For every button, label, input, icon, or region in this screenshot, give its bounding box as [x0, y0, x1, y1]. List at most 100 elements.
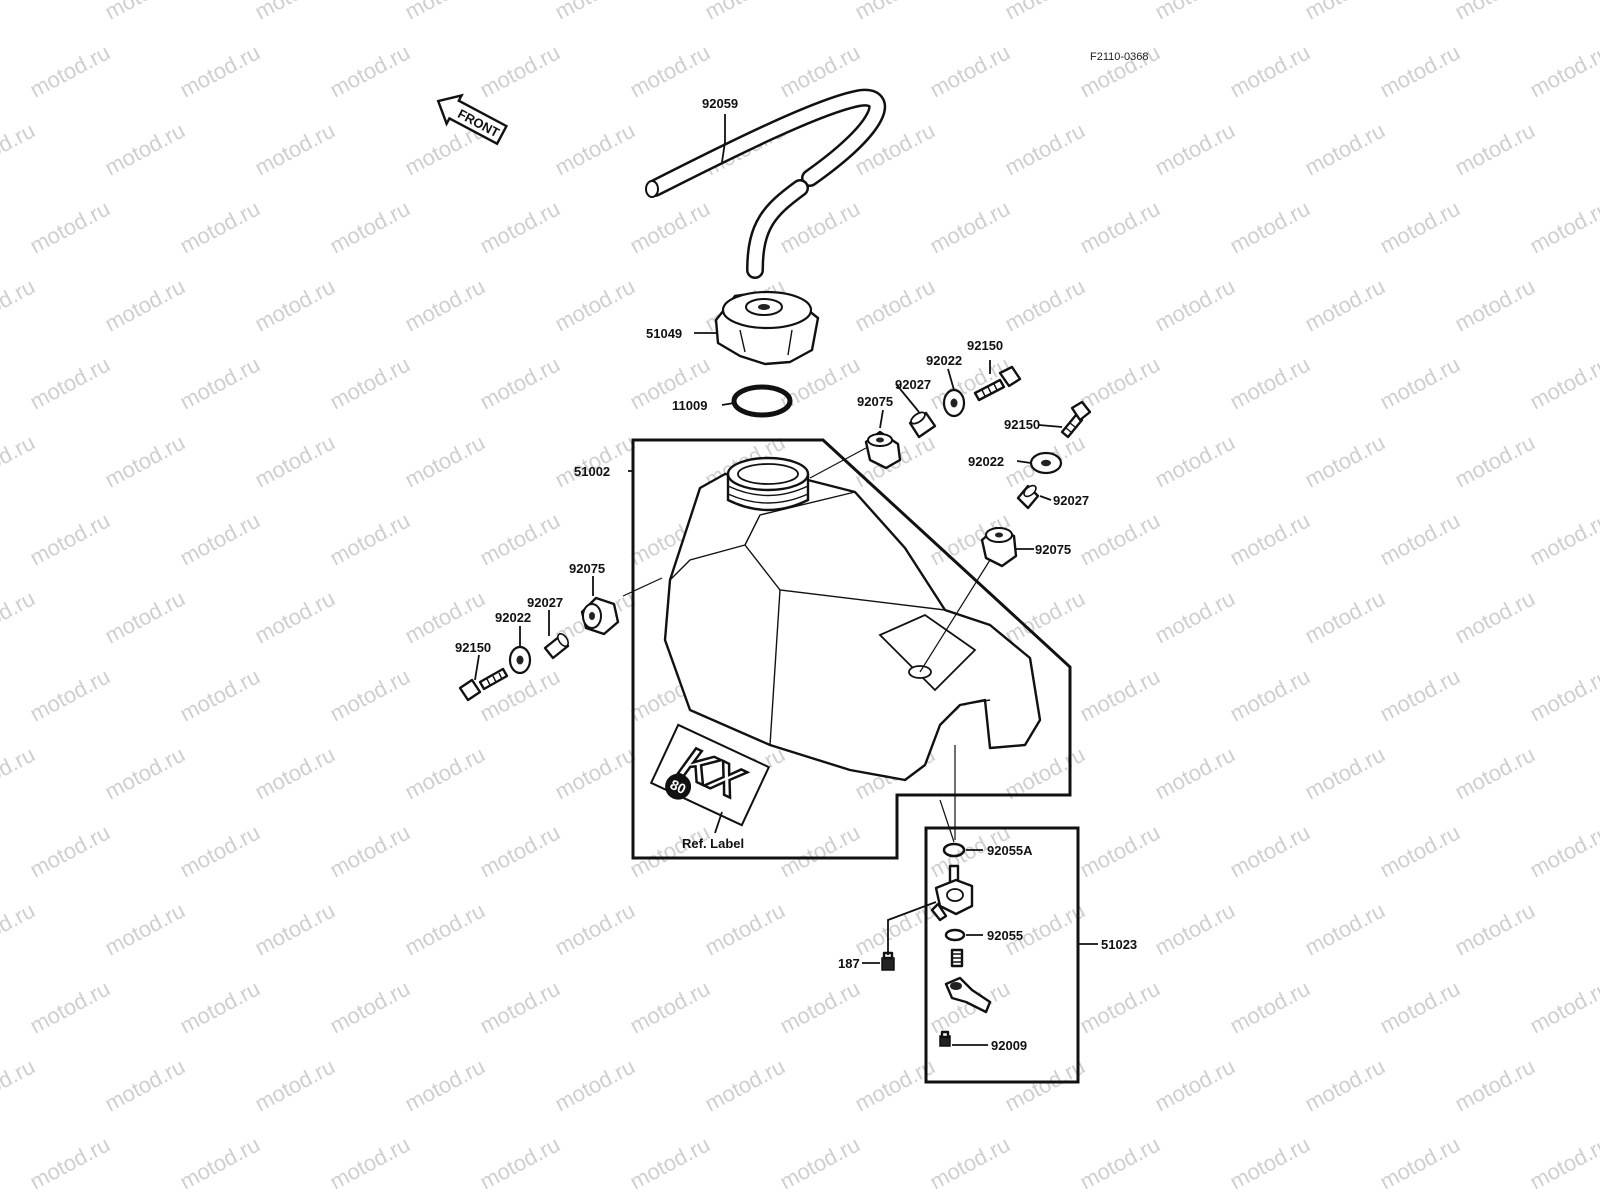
watermark-text: motod.ru	[26, 820, 114, 883]
kx80-ref-label: KX 80	[649, 723, 771, 827]
watermark-text: motod.ru	[251, 274, 339, 337]
watermark-text: motod.ru	[1451, 742, 1539, 805]
label-tank: 51002	[574, 464, 610, 479]
watermark-text: motod.ru	[1301, 898, 1389, 961]
watermark-text: motod.ru	[326, 508, 414, 571]
watermark-text: motod.ru	[251, 1054, 339, 1117]
label-bolt-right: 92150	[1004, 417, 1040, 432]
damper-left	[580, 596, 620, 636]
watermark-text: motod.ru	[326, 664, 414, 727]
watermark-text: motod.ru	[26, 352, 114, 415]
watermark-text: motod.ru	[1151, 1054, 1239, 1117]
watermark-text: motod.ru	[1451, 118, 1539, 181]
label-cap: 51049	[646, 326, 682, 341]
washer-top	[942, 388, 966, 418]
label-cock-assy: 51023	[1101, 937, 1137, 952]
watermark-text: motod.ru	[401, 274, 489, 337]
screw-bottom	[939, 1030, 951, 1047]
screw-187	[881, 951, 895, 971]
label-washer-left: 92022	[495, 610, 531, 625]
watermark-text: motod.ru	[1001, 118, 1089, 181]
watermark-text: motod.ru	[1376, 1132, 1464, 1195]
watermark-text: motod.ru	[251, 586, 339, 649]
label-washer-right: 92022	[968, 454, 1004, 469]
watermark-text: motod.ru	[1151, 898, 1239, 961]
watermark-text: motod.ru	[1451, 586, 1539, 649]
watermark-text: motod.ru	[1376, 820, 1464, 883]
watermark-text: motod.ru	[1151, 742, 1239, 805]
watermark-text: motod.ru	[476, 1132, 564, 1195]
figure-code: F2110-0368	[1090, 51, 1149, 63]
watermark-text: motod.ru	[1526, 1132, 1600, 1195]
watermark-text: motod.ru	[251, 118, 339, 181]
watermark-text: motod.ru	[326, 820, 414, 883]
watermark-text: motod.ru	[1376, 976, 1464, 1039]
watermark-text: motod.ru	[1076, 1132, 1164, 1195]
watermark-text: motod.ru	[551, 898, 639, 961]
leader-lines	[474, 114, 1098, 1046]
watermark-text: motod.ru	[1001, 1054, 1089, 1117]
watermark-text: motod.ru	[101, 0, 189, 24]
watermark-text: motod.ru	[1376, 196, 1464, 259]
fuel-cock-body	[930, 864, 974, 922]
breather-hose	[645, 88, 887, 279]
watermark-text: motod.ru	[401, 742, 489, 805]
label-bolt-left: 92150	[455, 640, 491, 655]
watermark-text: motod.ru	[176, 1132, 264, 1195]
watermark-text: motod.ru	[176, 508, 264, 571]
watermark-text: motod.ru	[1076, 196, 1164, 259]
watermark-text: motod.ru	[776, 820, 864, 883]
watermark-text: motod.ru	[0, 586, 39, 649]
watermark-text: motod.ru	[101, 586, 189, 649]
watermark-text: motod.ru	[926, 976, 1014, 1039]
watermark-text: motod.ru	[1076, 508, 1164, 571]
watermark-text: motod.ru	[401, 898, 489, 961]
watermark-text: motod.ru	[1226, 352, 1314, 415]
watermark-text: motod.ru	[251, 742, 339, 805]
watermark-text: motod.ru	[1526, 196, 1600, 259]
watermark-text: motod.ru	[626, 40, 714, 103]
watermark-text: motod.ru	[1526, 820, 1600, 883]
bolt-top	[973, 365, 1022, 402]
watermark-text: motod.ru	[1526, 508, 1600, 571]
fuel-tank	[663, 456, 1042, 782]
watermark-text: motod.ru	[476, 508, 564, 571]
watermark-text: motod.ru	[1376, 40, 1464, 103]
watermark-text: motod.ru	[1451, 0, 1539, 24]
collar-right	[1016, 484, 1040, 510]
watermark-text: motod.ru	[1226, 40, 1314, 103]
watermark-text: motod.ru	[26, 1132, 114, 1195]
watermark-text: motod.ru	[1526, 664, 1600, 727]
filler-cap	[714, 290, 820, 366]
watermark-text: motod.ru	[251, 0, 339, 24]
watermark-text: motod.ru	[476, 820, 564, 883]
watermark-text: motod.ru	[101, 1054, 189, 1117]
watermark-text: motod.ru	[0, 0, 39, 24]
watermark-text: motod.ru	[701, 1054, 789, 1117]
label-damper-right: 92075	[1035, 542, 1071, 557]
watermark-text: motod.ru	[776, 1132, 864, 1195]
watermark-text: motod.ru	[1226, 1132, 1314, 1195]
watermark-text: motod.ru	[1226, 508, 1314, 571]
oring	[944, 928, 966, 942]
fuel-cock-parts	[881, 842, 992, 1047]
watermark-text: motod.ru	[401, 430, 489, 493]
watermark-text: motod.ru	[851, 0, 939, 24]
washer-left	[508, 645, 532, 675]
lever	[944, 976, 992, 1014]
watermark-text: motod.ru	[1526, 352, 1600, 415]
watermark-text: motod.ru	[851, 274, 939, 337]
watermark-text: motod.ru	[551, 118, 639, 181]
watermark-text: motod.ru	[551, 274, 639, 337]
watermark-text: motod.ru	[1151, 118, 1239, 181]
label-gasket: 11009	[672, 398, 707, 413]
label-oring: 92055	[987, 928, 1023, 943]
label-collar-left: 92027	[527, 595, 563, 610]
spring	[950, 948, 964, 968]
watermark-text: motod.ru	[926, 40, 1014, 103]
watermark-text: motod.ru	[1376, 664, 1464, 727]
watermark-text: motod.ru	[176, 664, 264, 727]
watermark-text: motod.ru	[1301, 586, 1389, 649]
watermark-text: motod.ru	[776, 976, 864, 1039]
